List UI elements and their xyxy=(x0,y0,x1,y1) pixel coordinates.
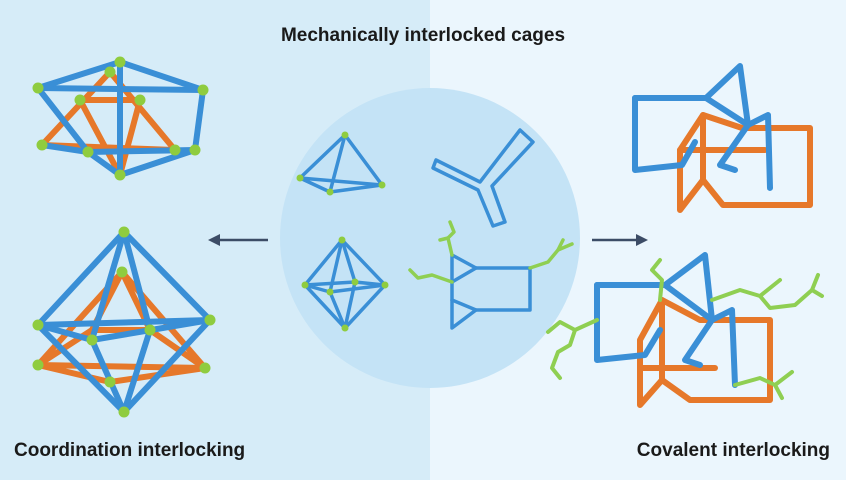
octahedron-block xyxy=(301,236,389,332)
covalent-label: Covalent interlocking xyxy=(636,440,830,461)
figure-title: Mechanically interlocked cages xyxy=(280,25,566,46)
covalent-cage-bottom xyxy=(546,252,824,408)
coordination-cage-top xyxy=(32,56,209,181)
functionalized-cage-block xyxy=(408,220,574,330)
tritopic-linker xyxy=(431,128,535,228)
arrow-right xyxy=(592,234,648,246)
arrow-left xyxy=(208,234,268,246)
coordination-label: Coordination interlocking xyxy=(14,440,246,461)
tetrahedron-block xyxy=(296,131,386,196)
coordination-cage-bottom xyxy=(32,226,216,418)
covalent-cage-top xyxy=(632,63,813,213)
